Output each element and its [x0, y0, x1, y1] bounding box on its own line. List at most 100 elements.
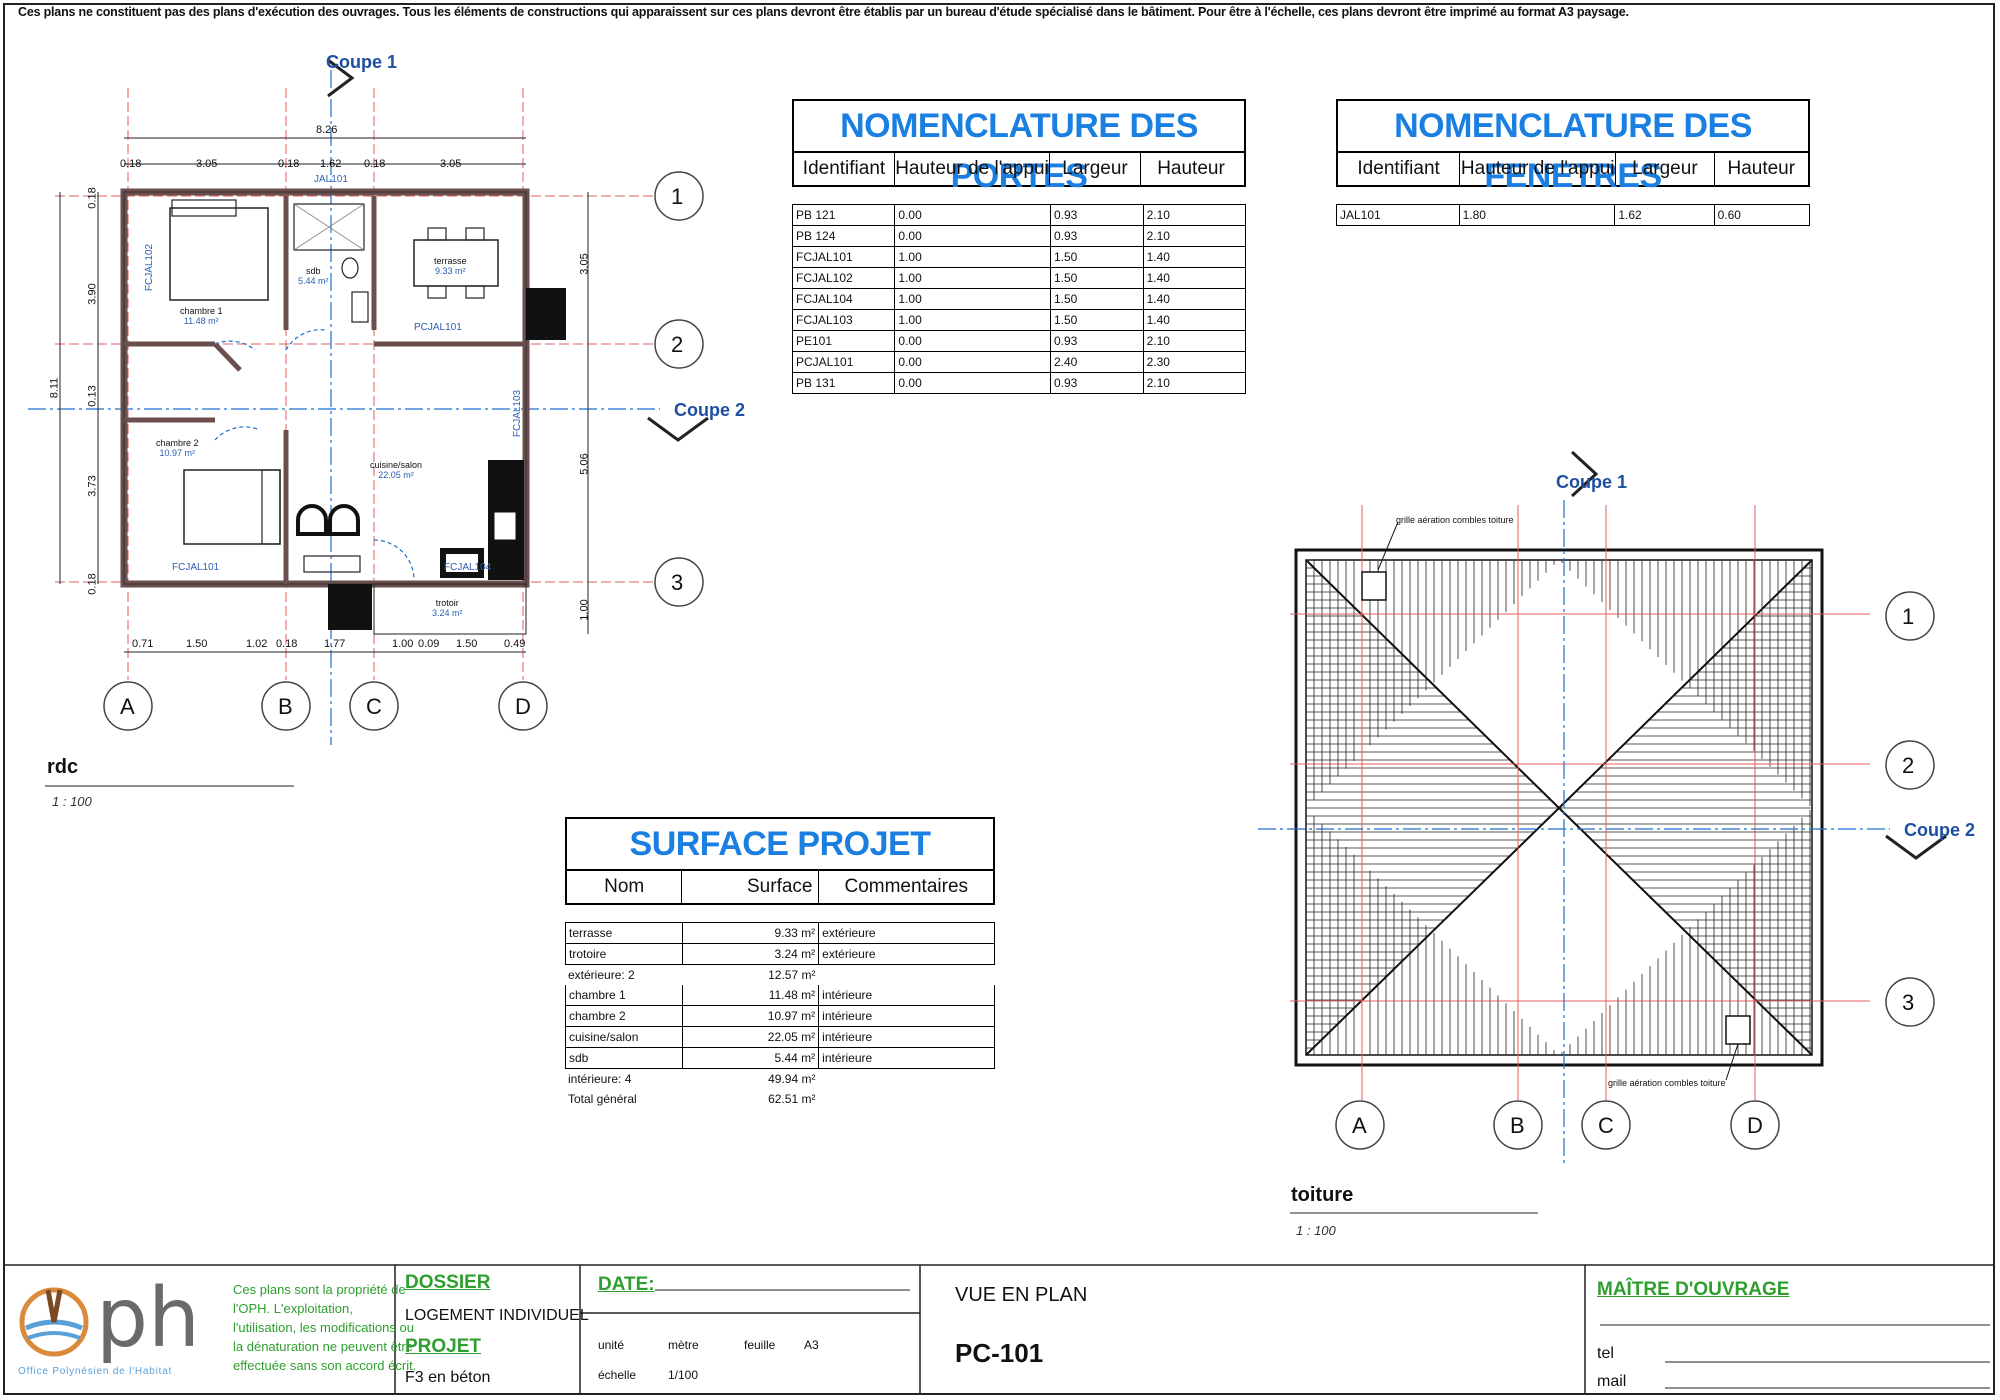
column-header: Hauteur: [1157, 158, 1225, 179]
view-title-rdc[interactable]: rdc: [47, 756, 79, 778]
room-area: 10.97 m²: [159, 448, 196, 458]
surface-cell: 22.05 m²: [683, 1027, 820, 1047]
portes-cell: PB 124: [793, 226, 896, 246]
dim-bottom: 0.18: [276, 638, 298, 650]
portes-cell: PE101: [793, 331, 896, 351]
portes-cell: 2.10: [1146, 229, 1170, 243]
dim-bottom: 1.50: [456, 638, 478, 650]
room-area: 22.05 m²: [378, 470, 414, 480]
dim-bottom: 0.09: [418, 638, 440, 650]
fenetres-header-row: Identifiant Hauteur de l'appui Largeur H…: [1336, 153, 1810, 187]
oph-logo: ph Office Polynésien de l'Habitat: [14, 1276, 214, 1380]
dim-right: 3.05: [578, 253, 591, 275]
dim-top: 3.05: [440, 158, 462, 170]
dim-right: 5.06: [578, 453, 591, 475]
view-type: VUE EN PLAN: [955, 1284, 1088, 1306]
tel-label: tel: [1597, 1345, 1614, 1362]
dossier-value[interactable]: LOGEMENT INDIVIDUEL: [405, 1307, 589, 1324]
room-name: sdb: [306, 266, 321, 276]
dim-left: 3.90: [86, 283, 99, 305]
dim-bottom: 1.77: [324, 638, 346, 650]
surface-cell: 5.44 m²: [683, 1048, 820, 1068]
surface-cell: cuisine/salon: [566, 1027, 684, 1047]
portes-cell: 1.40: [1146, 313, 1170, 327]
feuille-label: feuille: [744, 1338, 776, 1352]
grid-row-label: 1: [1902, 604, 1915, 629]
column-header: Identifiant: [794, 153, 895, 185]
portes-cell: FCJAL102: [793, 268, 896, 288]
vent-note-bottom: grille aération combles toiture: [1608, 1078, 1726, 1088]
grid-row-label: 3: [671, 570, 684, 595]
echelle-value: 1/100: [668, 1368, 699, 1382]
column-header: Largeur: [1616, 153, 1715, 185]
notice-line: l'OPH. L'exploitation,: [233, 1301, 353, 1316]
column-header: Hauteur: [1727, 158, 1796, 179]
grid-col-label: C: [1598, 1113, 1614, 1138]
tag-fcjal103: FCJAL103: [512, 389, 524, 438]
surface-cell: intérieure: [822, 1030, 873, 1044]
fenetres-cell: 0.60: [1717, 208, 1741, 222]
dim-left: 3.73: [86, 475, 99, 497]
surface-cell: 11.48 m²: [683, 985, 820, 1005]
section-label-2-toiture[interactable]: Coupe 2: [1904, 820, 1976, 840]
fenetres-title: NOMENCLATURE DES FENETRES: [1336, 99, 1810, 195]
room-name: chambre 1: [180, 306, 223, 316]
portes-cell: 0.93: [1051, 331, 1144, 351]
portes-cell: 1.40: [1146, 271, 1170, 285]
notice-line: l'utilisation, les modifications ou: [233, 1320, 414, 1335]
portes-cell: 0.00: [895, 331, 1051, 351]
section-label-1-toiture[interactable]: Coupe 1: [1556, 472, 1628, 492]
surface-cell: chambre 1: [566, 985, 684, 1005]
section-label-1-rdc[interactable]: Coupe 1: [326, 52, 398, 72]
dim-bottom: 1.50: [186, 638, 208, 650]
portes-cell: 2.10: [1146, 376, 1170, 390]
portes-cell: 1.00: [895, 289, 1051, 309]
portes-cell: PCJAL101: [793, 352, 896, 372]
tag-jal101: JAL101: [314, 174, 348, 185]
surface-title: SURFACE PROJET: [565, 817, 995, 871]
tag-fcjal101: FCJAL101: [172, 562, 220, 573]
view-title-toiture[interactable]: toiture: [1291, 1184, 1354, 1206]
column-header: Commentaires: [844, 876, 969, 897]
section-label-2-rdc[interactable]: Coupe 2: [674, 400, 746, 420]
vent-note-top: grille aération combles toiture: [1396, 515, 1514, 525]
sheet-code: PC-101: [955, 1338, 1044, 1368]
portes-cell: 1.00: [895, 268, 1051, 288]
dim-top: 0.18: [278, 158, 300, 170]
projet-value[interactable]: F3 en béton: [405, 1369, 491, 1386]
surface-cell: extérieure: [822, 926, 876, 940]
grid-col-label: B: [1510, 1113, 1525, 1138]
column-header: Nom: [567, 871, 683, 903]
dim-right: 1.00: [578, 599, 591, 621]
grid-col-label: D: [1747, 1113, 1763, 1138]
dim-bottom: 1.02: [246, 638, 268, 650]
room-area: 5.44 m²: [298, 276, 329, 286]
logo-text: ph: [96, 1271, 201, 1366]
surface-cell: extérieure: 2: [568, 968, 635, 982]
portes-cell: 0.00: [895, 373, 1051, 393]
surface-cell: 3.24 m²: [683, 944, 820, 964]
column-header: Surface: [682, 871, 820, 903]
column-header: Hauteur de l'appui: [1460, 153, 1617, 185]
portes-cell: PB 121: [793, 205, 896, 225]
room-name: trotoir: [435, 598, 459, 608]
mail-label: mail: [1597, 1373, 1627, 1390]
